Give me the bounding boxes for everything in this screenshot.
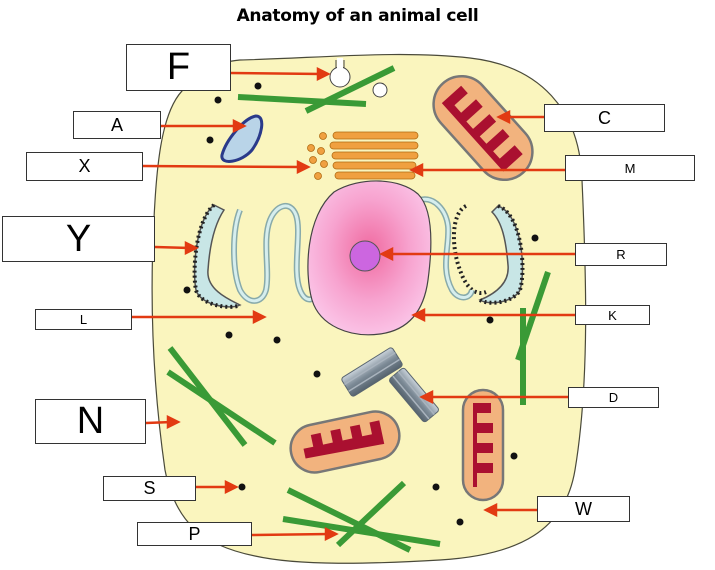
label-box-s[interactable]: S [103,476,196,501]
label-box-x[interactable]: X [26,152,143,181]
diagram-title: Anatomy of an animal cell [236,6,479,26]
label-box-m[interactable]: M [565,155,695,181]
vesicle [372,82,388,98]
label-box-c[interactable]: C [544,104,665,132]
label-box-p[interactable]: P [137,522,252,546]
cytoskeleton [166,65,551,553]
label-box-f[interactable]: F [126,44,231,91]
label-box-y[interactable]: Y [2,216,155,262]
golgi-apparatus [307,131,419,180]
label-box-d[interactable]: D [568,387,659,408]
label-box-l[interactable]: L [35,309,132,330]
centrioles [341,347,439,423]
pointer-arrows [132,66,575,542]
label-box-a[interactable]: A [73,111,161,139]
mitochondrion-bottom-right [461,388,505,502]
mitochondrion-top-right [432,74,534,182]
label-box-r[interactable]: R [575,243,667,266]
free-ribosomes [183,82,539,526]
label-box-n[interactable]: N [35,399,146,444]
nucleolus [349,240,381,272]
mitochondrion-bottom-center [289,410,401,474]
label-box-k[interactable]: K [575,305,650,325]
label-box-w[interactable]: W [537,496,630,522]
